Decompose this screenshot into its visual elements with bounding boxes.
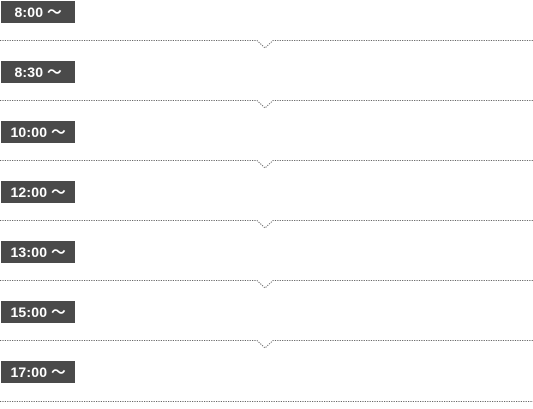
time-slot-badge: 12:00 〜 [1,181,75,203]
arrow-divider [0,154,533,169]
time-slot-badge: 8:00 〜 [1,1,75,23]
bottom-divider [0,395,533,409]
chevron-down-divider-icon [0,280,533,289]
arrow-divider [0,34,533,49]
dotted-line-icon [0,401,533,402]
time-slot-badge: 8:30 〜 [1,61,75,83]
arrow-divider [0,274,533,289]
chevron-down-divider-icon [0,220,533,229]
chevron-down-divider-icon [0,160,533,169]
arrow-divider [0,334,533,349]
chevron-down-divider-icon [0,340,533,349]
time-slot-badge: 17:00 〜 [1,361,75,383]
time-slot-badge: 10:00 〜 [1,121,75,143]
time-slot-badge: 15:00 〜 [1,301,75,323]
time-slot-badge: 13:00 〜 [1,241,75,263]
chevron-down-divider-icon [0,40,533,49]
arrow-divider [0,94,533,109]
arrow-divider [0,214,533,229]
chevron-down-divider-icon [0,100,533,109]
